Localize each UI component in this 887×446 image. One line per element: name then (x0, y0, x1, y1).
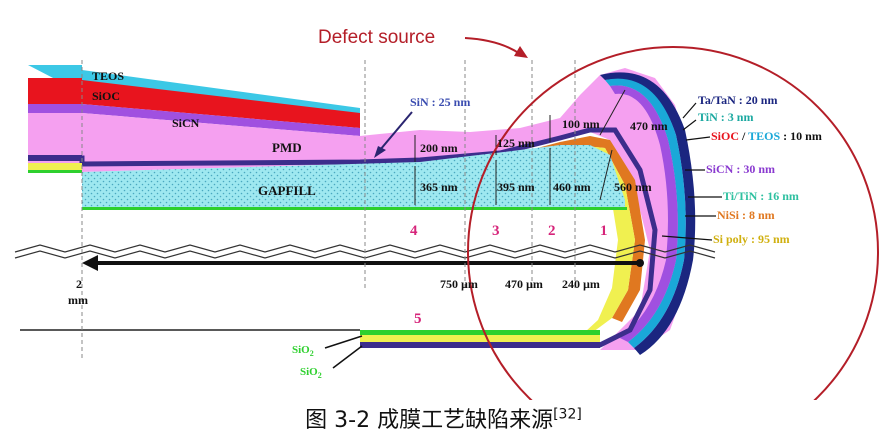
label-titin: Ti/TiN : 16 nm (723, 189, 799, 203)
thickness-gap-3: 395 nm (497, 180, 535, 194)
bottom-green (360, 330, 600, 335)
sio2-pointer-1 (324, 335, 363, 349)
label-slash: / (739, 129, 748, 143)
label-sioc: SiOC (92, 89, 120, 103)
label-teos-part: TEOS (748, 129, 780, 143)
sin-line (28, 127, 658, 348)
thickness-pmd-3: 125 nm (497, 136, 535, 150)
defect-source-figure: TEOS SiOC SiCN PMD GAPFILL SiN : 25 nm D… (14, 27, 879, 400)
thickness-pmd-1: 470 nm (630, 119, 668, 133)
sicn-layer (28, 104, 360, 136)
zone-5: 5 (414, 311, 422, 327)
distance-240: 240 µm (562, 277, 600, 291)
distance-750: 750 µm (440, 277, 478, 291)
zone-4: 4 (410, 223, 418, 239)
thickness-gap-1: 560 nm (614, 180, 652, 194)
distance-endpoint (636, 259, 644, 267)
label-sio2-1: SiO2 (292, 344, 314, 358)
bottom-navy (360, 342, 600, 348)
right-label-pointers (661, 102, 722, 241)
sin-pointer (379, 111, 413, 151)
distance-470: 470 µm (505, 277, 543, 291)
left-yellow-bar (28, 163, 82, 170)
pmd-layer (28, 68, 693, 350)
caption-text: 图 3-2 成膜工艺缺陷来源 (305, 408, 554, 433)
sio2-pointer-2 (332, 345, 363, 369)
thickness-gap-4: 365 nm (420, 180, 458, 194)
label-nisi: NiSi : 8 nm (717, 208, 775, 222)
thickness-gap-2: 460 nm (553, 180, 591, 194)
zone-2: 2 (548, 223, 556, 239)
label-sioc-teos: SiOC / TEOS : 10 nm (711, 129, 822, 143)
left-navy-bar (28, 155, 82, 161)
figure-caption: 图 3-2 成膜工艺缺陷来源[32] (0, 402, 887, 442)
sin-pointer-head (374, 146, 386, 158)
thickness-arrows (414, 89, 626, 205)
caption-ref: [32] (553, 406, 582, 423)
label-sin: SiN : 25 nm (410, 95, 470, 109)
thickness-pmd-4: 200 nm (420, 141, 458, 155)
sioc-layer (28, 78, 360, 128)
defect-circle (467, 46, 879, 400)
left-green-bar (28, 170, 82, 173)
zone-3: 3 (492, 223, 500, 239)
label-teos-value: : 10 nm (780, 129, 822, 143)
bottom-yellow (360, 335, 600, 342)
distance-mm: mm (68, 293, 88, 307)
label-tin: TiN : 3 nm (698, 110, 753, 124)
label-pmd: PMD (272, 140, 302, 155)
zone-1: 1 (600, 223, 608, 239)
distance-arrowhead (82, 255, 98, 271)
label-sicn-right: SiCN : 30 nm (706, 162, 775, 176)
label-sicn: SiCN (172, 116, 200, 130)
thickness-pmd-2: 100 nm (562, 117, 600, 131)
label-sio2-2: SiO2 (300, 366, 322, 380)
green-baseline (82, 207, 627, 210)
defect-arrowhead (514, 46, 528, 58)
distance-2: 2 (76, 277, 82, 291)
label-tatan: Ta/TaN : 20 nm (698, 93, 777, 107)
label-teos: TEOS (92, 69, 124, 83)
defect-arrow (464, 37, 521, 55)
label-sioc-part: SiOC (711, 129, 739, 143)
defect-source-text: Defect source (318, 27, 435, 48)
label-gapfill: GAPFILL (258, 183, 316, 198)
label-sipoly: Si poly : 95 nm (713, 232, 790, 246)
